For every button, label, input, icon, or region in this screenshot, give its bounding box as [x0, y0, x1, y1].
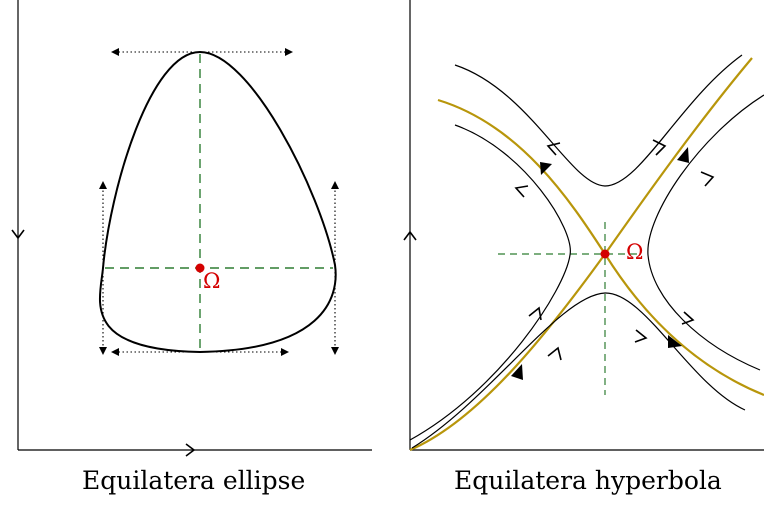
hyperbola-panel: [403, 0, 764, 452]
branch-chevron-1: [546, 142, 561, 156]
ellipse-center-label: Ω: [203, 269, 221, 293]
asymptote-arrow-4: [668, 335, 682, 348]
hyperbola-branch-top: [454, 54, 743, 187]
branch-chevron-2: [652, 139, 667, 156]
asymptote-falling: [437, 98, 764, 397]
right-y-axis-chevron: [403, 230, 417, 241]
hyperbola-branch-bottom: [411, 292, 746, 449]
left-y-axis-chevron: [11, 229, 25, 240]
hyperbola-center-point: [600, 249, 610, 259]
hyperbola-branch-right: [647, 94, 764, 371]
ellipse-caption: Equilatera ellipse: [82, 466, 306, 495]
branch-chevron-8: [634, 329, 648, 343]
branch-chevron-6: [681, 311, 695, 325]
diagram-canvas: [11, 0, 764, 457]
hyperbola-caption: Equilatera hyperbola: [454, 466, 722, 495]
ellipse-panel: [11, 0, 372, 457]
hyperbola-center-label: Ω: [626, 240, 644, 264]
branch-chevron-3: [514, 185, 529, 198]
hyperbola-branch-left: [409, 124, 571, 441]
branch-chevron-4: [700, 171, 715, 187]
asymptote-arrow-3: [677, 147, 689, 163]
asymptote-arrow-1: [511, 364, 523, 380]
ellipse-curve: [98, 50, 337, 354]
asymptote-arrow-2: [540, 162, 552, 175]
branch-chevron-7: [547, 346, 562, 361]
asymptote-rising: [409, 57, 753, 452]
ellipse-center-point: [195, 263, 205, 273]
left-x-axis-chevron: [185, 443, 196, 457]
branch-chevron-5: [528, 306, 542, 321]
